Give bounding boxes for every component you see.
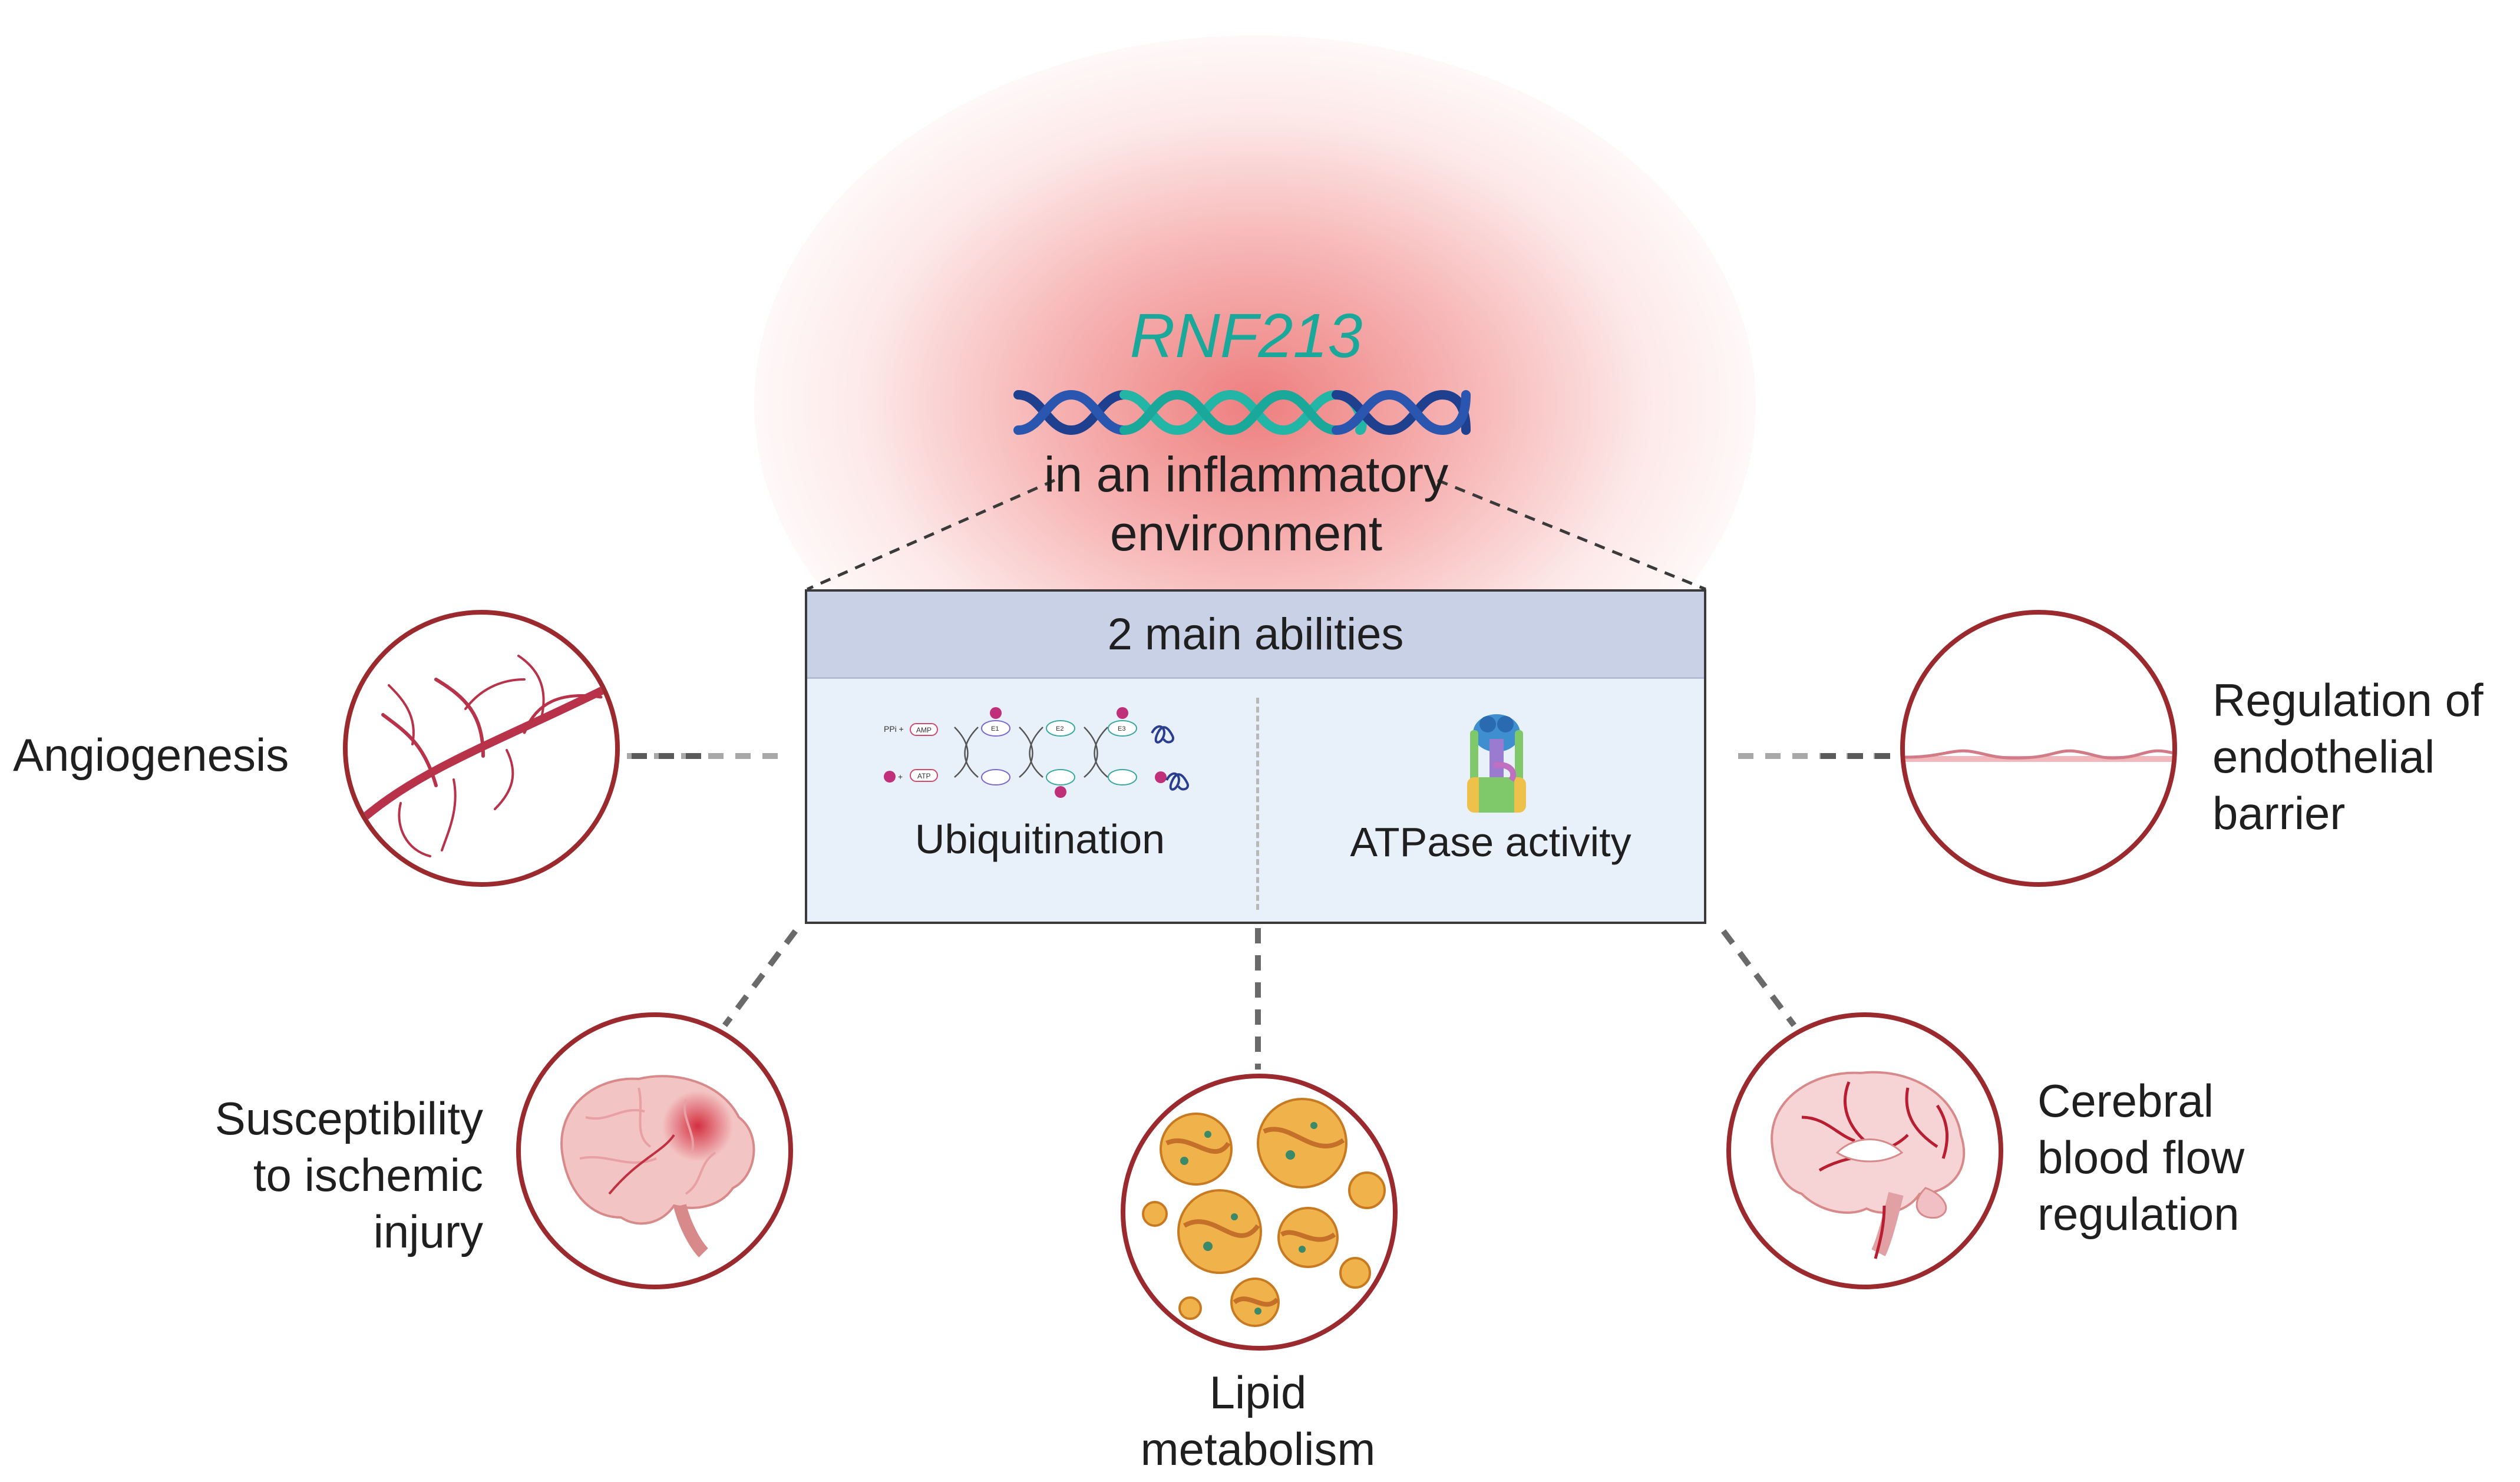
label-ischemic-line3: injury [373,1206,483,1257]
ischemic-circle [516,1012,793,1289]
ubiquitination-cascade-icon: PPi + AMP + ATP E1 E2 E3 [884,707,1189,798]
e1-top: E1 [991,725,999,732]
e3-top: E3 [1118,725,1125,732]
plus-label: + [898,772,903,781]
label-cerebral-line2: blood flow [2037,1131,2245,1183]
label-endothelial-line1: Regulation of [2212,674,2483,726]
gene-context-line1: in an inflammatory [1043,447,1449,502]
label-cerebral-line1: Cerebral [2037,1075,2214,1127]
brain-vasculature-icon [1771,1071,1966,1259]
gene-name: RNF213 [1129,301,1363,371]
connector-gene-left [806,478,1056,591]
label-ischemic: Susceptibility to ischemic injury [177,1090,483,1260]
connector-ischemic [722,929,798,1027]
label-angiogenesis: Angiogenesis [13,729,289,781]
gene-context-line2: environment [1109,506,1383,561]
dna-helix-icon [1013,390,1471,435]
brain-lesion-icon [560,1075,755,1257]
label-endothelial-line3: barrier [2212,787,2346,839]
blood-vessel-icon [349,655,615,857]
abilities-box: 2 main abilities PPi + AMP + ATP E1 E2 [805,589,1706,924]
ub-dot-e2 [1055,786,1066,798]
amp-label: AMP [916,726,932,734]
ub-dot-e3 [1117,707,1128,719]
e2-top: E2 [1056,725,1064,732]
label-lipid-line1: Lipid [1209,1367,1307,1418]
label-ischemic-line2: to ischemic [253,1149,483,1201]
label-lipid-line2: metabolism [1140,1423,1376,1475]
atp-label: ATP [917,772,930,780]
abilities-divider [1256,698,1259,910]
connector-cerebral [1721,929,1796,1027]
label-cerebral: Cerebral blood flow regulation [2037,1072,2244,1242]
lipid-circle [1121,1074,1398,1351]
angiogenesis-circle [343,610,620,887]
lipid-droplets-icon [1142,1098,1386,1327]
label-cerebral-line3: regulation [2037,1188,2240,1240]
gene-context: in an inflammatory environment [943,445,1550,563]
cerebral-circle [1726,1012,2003,1289]
ppi-label: PPi + [884,724,904,734]
ability-atpase: ATPase activity [1350,819,1631,865]
label-lipid: Lipid metabolism [1081,1364,1435,1477]
ub-dot-substrate [1155,771,1167,783]
endothelium-icon [1905,749,2172,762]
label-endothelial: Regulation of endothelial barrier [2212,672,2483,841]
ub-dot-e1 [990,707,1002,719]
atpase-protein-icon [1467,714,1526,813]
endothelial-circle [1900,610,2177,887]
label-ischemic-line1: Susceptibility [214,1092,483,1144]
abilities-title: 2 main abilities [807,592,1704,679]
connector-gene-right [1437,478,1706,591]
label-endothelial-line2: endothelial [2212,731,2435,783]
ability-ubiquitination: Ubiquitination [914,816,1165,862]
